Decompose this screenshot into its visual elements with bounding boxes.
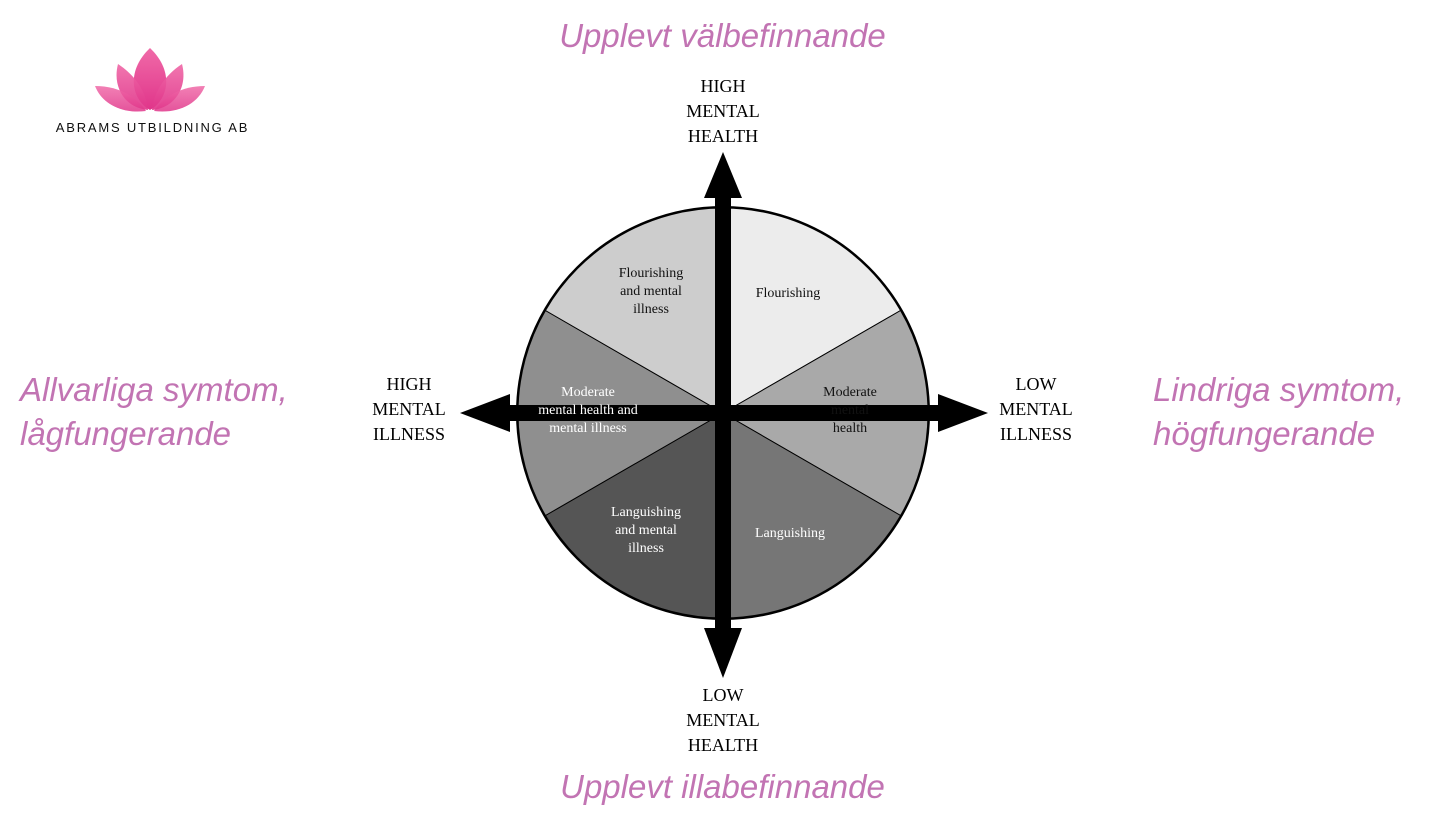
axis-label-line: ILLNESS <box>373 424 445 444</box>
horizontal-axis-bar <box>490 405 950 421</box>
top-caption: Upplevt välbefinnande <box>559 17 886 54</box>
axis-label-line: MENTAL <box>372 399 446 419</box>
segment-languishing <box>722 412 902 619</box>
arrow-left-icon <box>460 394 510 432</box>
bottom-caption: Upplevt illabefinnande <box>560 768 885 805</box>
axis-label-line: MENTAL <box>686 101 760 121</box>
segments-group <box>517 207 929 619</box>
arrow-down-icon <box>704 628 742 678</box>
axis-label-high-mental-health: HIGH MENTAL HEALTH <box>643 74 803 149</box>
arrow-up-icon <box>704 152 742 198</box>
segment-label-flourishing: Flourishing <box>756 286 821 301</box>
segment-label-languishing: Languishing <box>755 526 825 541</box>
segment-label-line: mental illness <box>549 421 626 436</box>
segment-label-line: mental <box>831 403 869 418</box>
axis-label-line: MENTAL <box>686 710 760 730</box>
segment-label-line: Moderate <box>561 385 615 400</box>
segment-label-line: illness <box>633 302 669 317</box>
axis-label-line: HEALTH <box>687 735 759 755</box>
segment-label-languishing-and-mental-illness: Languishing and mental illness <box>611 505 681 556</box>
segment-label-line: illness <box>628 541 664 556</box>
segment-label-line: Moderate <box>823 385 877 400</box>
left-caption-line: Allvarliga symtom, <box>20 371 288 408</box>
axis-label-low-mental-illness: LOW MENTAL ILLNESS <box>956 372 1116 447</box>
segment-label-line: and mental <box>620 284 682 299</box>
segment-label-line: Flourishing <box>619 266 684 281</box>
axis-label-line: HIGH <box>386 374 432 394</box>
segment-label-line: mental health and <box>538 403 638 418</box>
axes-group <box>460 152 988 678</box>
segment-label-moderate-mental-health-and-mental-illness: Moderate mental health and mental illness <box>538 385 638 436</box>
lotus-icon <box>95 48 205 112</box>
segment-label-line: Flourishing <box>756 286 821 301</box>
segment-label-line: health <box>833 421 867 436</box>
axis-label-low-mental-health: LOW MENTAL HEALTH <box>643 683 803 758</box>
left-caption: Allvarliga symtom, lågfungerande <box>20 368 288 456</box>
segment-label-line: and mental <box>615 523 677 538</box>
segment-label-flourishing-and-mental-illness: Flourishing and mental illness <box>619 266 684 317</box>
axis-label-line: LOW <box>702 685 744 705</box>
segment-label-line: Languishing <box>755 526 825 541</box>
axis-label-line: MENTAL <box>999 399 1073 419</box>
right-caption-line: högfungerande <box>1153 415 1376 452</box>
segment-languishing-and-mental-illness <box>544 412 724 619</box>
right-caption: Lindriga symtom, högfungerande <box>1153 368 1404 456</box>
logo-text: ABRAMS UTBILDNING AB <box>55 120 250 135</box>
segment-label-line: Languishing <box>611 505 681 520</box>
segment-flourishing <box>722 207 902 414</box>
segment-flourishing-and-mental-illness <box>544 207 724 414</box>
right-caption-line: Lindriga symtom, <box>1153 371 1405 408</box>
segment-label-moderate-mental-health: Moderate mental health <box>823 385 877 436</box>
arrow-right-icon <box>938 394 988 432</box>
axis-label-line: LOW <box>1015 374 1057 394</box>
company-logo: ABRAMS UTBILDNING AB <box>40 42 265 142</box>
axis-label-high-mental-illness: HIGH MENTAL ILLNESS <box>329 372 489 447</box>
axis-label-line: ILLNESS <box>1000 424 1072 444</box>
axis-label-line: HIGH <box>700 76 746 96</box>
axis-label-line: HEALTH <box>687 126 759 146</box>
left-caption-line: lågfungerande <box>20 415 232 452</box>
